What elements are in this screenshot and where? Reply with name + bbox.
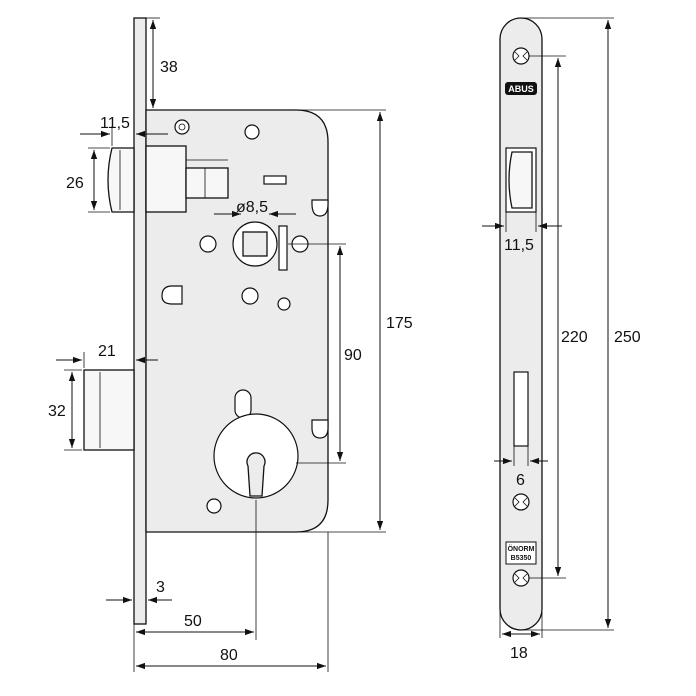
dim-backset: 50 bbox=[184, 613, 202, 630]
faceplate-dimensions: 11,5 220 250 6 18 bbox=[482, 17, 641, 662]
latch-face bbox=[508, 151, 533, 209]
case-hole bbox=[206, 498, 222, 514]
dim-faceplate-latch-width: 11,5 bbox=[504, 237, 534, 254]
dim-spindle-to-key: 90 bbox=[344, 347, 362, 364]
latch-spring-block bbox=[185, 167, 229, 199]
dead-bolt bbox=[83, 369, 135, 451]
dim-faceplate-hole-spacing: 220 bbox=[561, 329, 588, 346]
case-hole bbox=[241, 287, 259, 305]
faceplate-screw-hole-bottom bbox=[512, 569, 530, 587]
faceplate-screw-hole-mid bbox=[512, 493, 530, 511]
faceplate-front-view: ABUS ÖNORM B5350 bbox=[499, 17, 543, 631]
dim-body-height: 175 bbox=[386, 315, 413, 332]
lock-side-view bbox=[83, 17, 329, 625]
spindle-square bbox=[242, 231, 268, 257]
standard-label-line1: ÖNORM bbox=[508, 544, 535, 553]
faceplate-screw-hole-top bbox=[512, 47, 530, 65]
case-notch-lower bbox=[311, 419, 329, 439]
dim-spindle-diameter: ø8,5 bbox=[236, 199, 268, 216]
dim-faceplate-length: 250 bbox=[614, 329, 641, 346]
bolt-slot bbox=[513, 371, 529, 447]
keyhole bbox=[246, 452, 266, 497]
dim-bolt-slot-width: 6 bbox=[516, 472, 525, 489]
latch-tail bbox=[145, 145, 187, 213]
follower-slot bbox=[278, 225, 288, 271]
case-notch-upper bbox=[311, 199, 329, 217]
case-hole bbox=[277, 297, 291, 311]
dim-latch-height: 26 bbox=[66, 175, 84, 192]
dim-faceplate-width: 18 bbox=[510, 645, 528, 662]
dim-latch-projection: 11,5 bbox=[100, 115, 130, 132]
faceplate-front bbox=[499, 17, 543, 631]
brand-label: ABUS bbox=[508, 84, 534, 94]
case-screw-hole bbox=[174, 119, 190, 135]
dim-faceplate-thickness: 3 bbox=[156, 579, 165, 596]
lock-dimensions: 38 11,5 26 ø8,5 175 90 21 32 bbox=[48, 17, 413, 672]
standard-label-line2: B5350 bbox=[511, 555, 532, 562]
latch-bolt bbox=[107, 147, 135, 213]
case-hole bbox=[199, 235, 217, 253]
case-hole bbox=[244, 124, 260, 140]
brand-badge bbox=[505, 82, 537, 95]
case-oval-slot bbox=[234, 389, 252, 419]
case-slot bbox=[263, 175, 287, 185]
dim-top-offset: 38 bbox=[160, 59, 178, 76]
faceplate-side bbox=[133, 17, 147, 625]
dim-bolt-height: 32 bbox=[48, 403, 66, 420]
case-lug bbox=[161, 285, 183, 305]
dim-bolt-projection: 21 bbox=[98, 343, 116, 360]
standard-label-box bbox=[505, 541, 537, 565]
dim-body-width: 80 bbox=[220, 647, 238, 664]
